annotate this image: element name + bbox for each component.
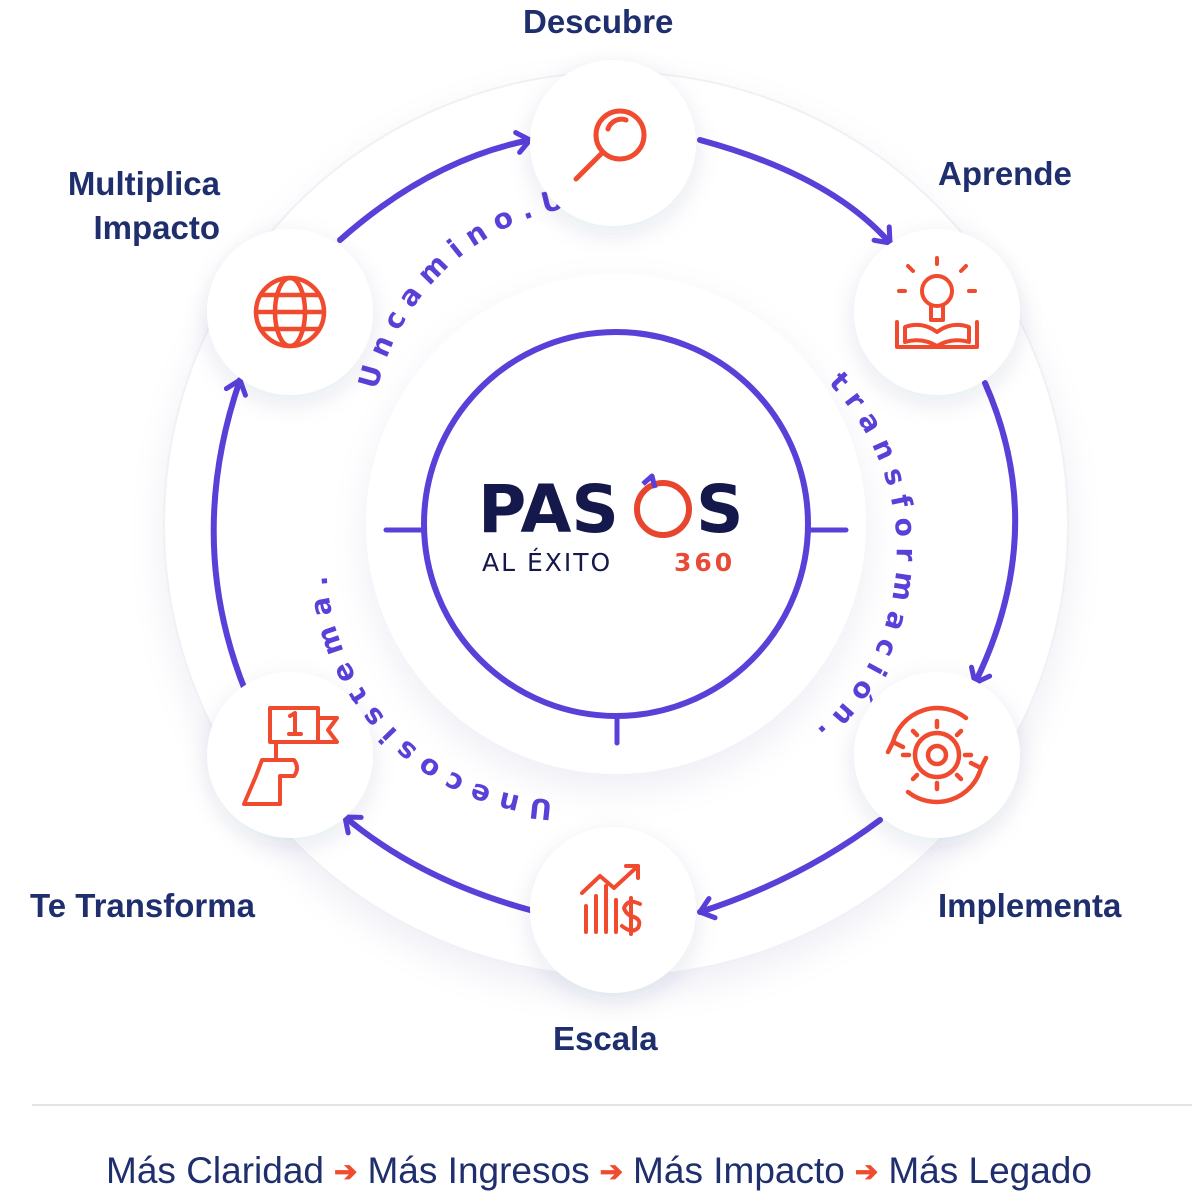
hand-flag-icon bbox=[242, 706, 339, 806]
cycle-arrows bbox=[210, 130, 1019, 921]
lightbulb-book-icon bbox=[895, 256, 979, 349]
node-aprende bbox=[854, 229, 1020, 395]
footer-item-claridad: Más Claridad bbox=[106, 1150, 325, 1191]
globe-icon bbox=[253, 275, 327, 349]
logo-o-ring bbox=[634, 480, 692, 538]
gear-cycle-icon bbox=[885, 705, 989, 805]
step-label-escala: Escala bbox=[553, 1020, 658, 1057]
step-label-implementa: Implementa bbox=[938, 887, 1122, 924]
logo-sub: AL ÉXITO bbox=[482, 548, 612, 577]
node-descubre bbox=[530, 60, 696, 226]
arrow-transforma-multiplica bbox=[210, 377, 248, 693]
footer-item-legado: Más Legado bbox=[888, 1150, 1092, 1191]
arrow-aprende-implementa bbox=[968, 380, 1019, 686]
arrow-descubre-aprende bbox=[697, 137, 893, 246]
step-label-aprende: Aprende bbox=[938, 155, 1072, 192]
arrow-right-icon: ➔ bbox=[854, 1155, 879, 1187]
ring-ticks bbox=[383, 527, 849, 746]
pasos-logo: PAS S AL ÉXITO 360 bbox=[478, 471, 744, 577]
footer-benefits: Más Claridad ➔ Más Ingresos ➔ Más Impact… bbox=[0, 1150, 1198, 1192]
step-label-multiplica-impacto: Multiplica Impacto bbox=[30, 162, 220, 250]
node-implementa bbox=[854, 672, 1020, 838]
arrow-implementa-escala bbox=[697, 817, 883, 921]
arrow-multiplica-descubre bbox=[337, 130, 533, 243]
logo-s: S bbox=[696, 471, 744, 548]
arrow-right-icon: ➔ bbox=[334, 1155, 358, 1187]
logo-number: 360 bbox=[674, 548, 735, 577]
node-te-transforma bbox=[207, 672, 373, 838]
logo-o-arrow bbox=[641, 473, 658, 489]
magnifier-icon bbox=[573, 108, 647, 182]
step-label-te-transforma: Te Transforma bbox=[30, 887, 255, 924]
arrow-escala-transforma bbox=[342, 814, 533, 913]
footer-divider bbox=[32, 1104, 1192, 1106]
footer-item-impacto: Más Impacto bbox=[633, 1150, 845, 1191]
step-label-descubre: Descubre bbox=[523, 3, 674, 40]
step-label-multiplica-line2: Impacto bbox=[93, 209, 220, 246]
step-label-multiplica-line1: Multiplica bbox=[67, 165, 220, 202]
node-multiplica-impacto bbox=[207, 229, 373, 395]
footer-item-ingresos: Más Ingresos bbox=[367, 1150, 590, 1191]
arrow-right-icon: ➔ bbox=[599, 1155, 624, 1187]
logo-pas: PAS bbox=[478, 471, 619, 548]
growth-chart-dollar-icon bbox=[580, 864, 642, 936]
node-escala bbox=[530, 827, 696, 993]
